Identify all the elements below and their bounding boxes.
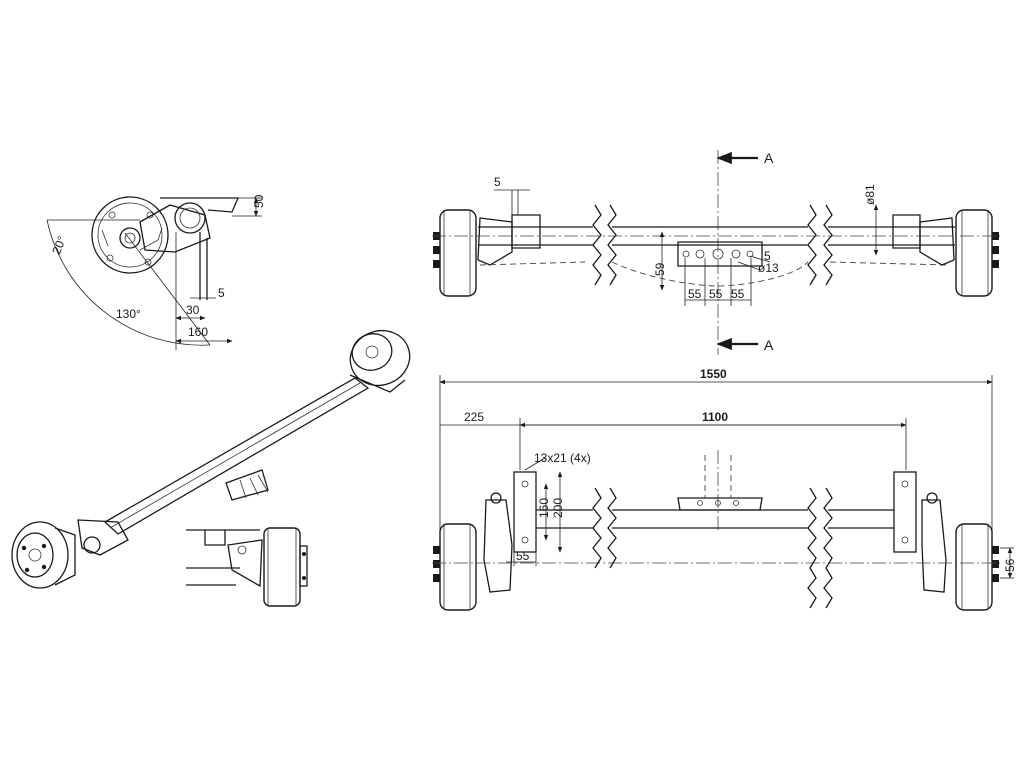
left-drum-front xyxy=(439,523,477,611)
dim-plate-inner-label: 160 xyxy=(537,498,551,518)
axle-beam xyxy=(103,377,370,535)
left-drum xyxy=(11,521,69,589)
right-drum-top xyxy=(955,209,993,297)
dim-height-59-label: 59 xyxy=(653,262,667,276)
dim-hub-label: 56 xyxy=(1003,558,1017,572)
right-drum-front xyxy=(955,523,993,611)
right-mount-plate xyxy=(893,471,917,553)
section-label-top: A xyxy=(764,150,774,166)
dim-overall-label: 1550 xyxy=(700,367,727,381)
axle-tube-section xyxy=(174,202,206,234)
dim-plate-outer-label: 200 xyxy=(551,498,565,518)
dim-mount-label: 1100 xyxy=(702,410,728,424)
dim-hole-dia-label: ø13 xyxy=(758,261,779,275)
dim-hole-offset-label: 5 xyxy=(764,249,771,263)
dim-slot-label: 13x21 (4x) xyxy=(534,451,591,465)
dim-plate-width-label: 55 xyxy=(516,549,530,563)
dim-flat-label: 5 xyxy=(494,175,501,189)
left-drum-top xyxy=(439,209,477,297)
dim-gap-label: 5 xyxy=(218,286,225,300)
detail-view xyxy=(186,527,308,607)
dim-angle-a-label: 20° xyxy=(49,234,69,256)
side-view: 50 5 30 160 20° 130° xyxy=(46,194,266,350)
dim-edge-label: 225 xyxy=(464,410,484,424)
dim-hole-spacing-2: 55 xyxy=(709,287,723,301)
isometric-view xyxy=(11,329,411,589)
angle-arc xyxy=(46,219,211,346)
dim-hole-spacing-1: 55 xyxy=(688,287,702,301)
dim-offset-label: 30 xyxy=(186,303,200,317)
torsion-arm xyxy=(139,204,211,253)
top-view: A A xyxy=(432,150,1000,355)
brake-backplate xyxy=(91,196,169,274)
dim-height-label: 50 xyxy=(252,194,266,208)
right-drum-back xyxy=(349,329,411,387)
section-label-bottom: A xyxy=(764,337,774,353)
front-view: 1550 1100 225 xyxy=(432,367,1017,611)
dim-width-label: 160 xyxy=(188,325,208,339)
dim-hole-spacing-3: 55 xyxy=(731,287,745,301)
dim-tube-dia-label: ø81 xyxy=(863,184,877,205)
dim-angle-b-label: 130° xyxy=(116,307,141,321)
left-mount-plate xyxy=(513,471,537,553)
